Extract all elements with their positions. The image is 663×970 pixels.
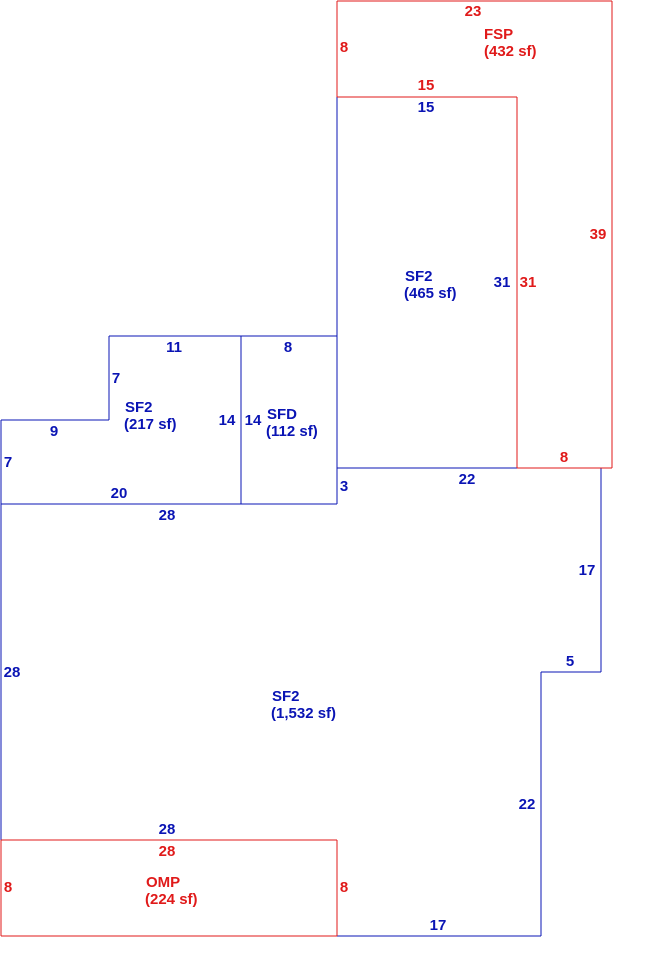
- fsp-area-label: FSP (432 sf): [484, 26, 537, 60]
- dim-sf2-upper-right: 31: [494, 274, 511, 291]
- dim-omp-top: 28: [159, 843, 176, 860]
- dim-omp-right: 8: [340, 879, 348, 896]
- dim-sf2-left-ledge: 9: [50, 423, 58, 440]
- dim-sf2-left-right: 14: [219, 412, 236, 429]
- area-size: (112 sf): [266, 423, 318, 440]
- dim-sf2-upper-bottom: 22: [459, 471, 476, 488]
- dim-fsp-top: 23: [465, 3, 482, 20]
- area-code: SF2: [272, 688, 300, 705]
- porch-outlines: [0, 0, 613, 937]
- area-code: FSP: [484, 26, 513, 43]
- area-size: (465 sf): [404, 285, 457, 302]
- dim-main-above-omp: 28: [159, 821, 176, 838]
- dim-main-bottom: 17: [430, 917, 447, 934]
- dim-sf2-upper-top: 15: [418, 99, 435, 116]
- dim-sf2-left-top: 11: [166, 339, 182, 356]
- dim-main-right-upper: 17: [579, 562, 596, 579]
- sf2-left-area-label: SF2 (217 sf): [124, 399, 177, 433]
- dim-sfd-top: 8: [284, 339, 292, 356]
- area-labels: FSP (432 sf) SF2 (465 sf) SF2 (217 sf) S…: [124, 26, 537, 908]
- area-size: (1,532 sf): [271, 705, 336, 722]
- living-area-outlines: [0, 97, 602, 937]
- dim-fsp-left: 8: [340, 39, 348, 56]
- dim-fsp-notch: 8: [560, 449, 568, 466]
- area-size: (217 sf): [124, 416, 177, 433]
- area-code: SFD: [267, 406, 297, 423]
- dim-sf2-left-bottom: 20: [111, 485, 128, 502]
- dim-sf2-left-side: 7: [4, 454, 12, 471]
- area-size: (432 sf): [484, 43, 537, 60]
- dim-main-jog: 5: [566, 653, 574, 670]
- omp-area-label: OMP (224 sf): [145, 874, 198, 908]
- dim-main-left: 28: [4, 664, 21, 681]
- dimension-labels: 23 8 15 39 31 8 15 31 22 11 7 9 7 14 20 …: [4, 3, 607, 934]
- area-code: SF2: [125, 399, 153, 416]
- sf2-upper-area-label: SF2 (465 sf): [404, 268, 457, 302]
- area-code: SF2: [405, 268, 433, 285]
- dim-fsp-inner: 31: [520, 274, 537, 291]
- dim-main-top: 28: [159, 507, 176, 524]
- dim-sfd-right: 3: [340, 478, 348, 495]
- dim-sfd-left: 14: [245, 412, 262, 429]
- dim-omp-left: 8: [4, 879, 12, 896]
- dim-sf2-left-step: 7: [112, 370, 120, 387]
- dim-fsp-right: 39: [590, 226, 607, 243]
- dim-fsp-bottom: 15: [418, 77, 435, 94]
- area-code: OMP: [146, 874, 180, 891]
- dim-main-right-lower: 22: [519, 796, 536, 813]
- sf2-main-area-label: SF2 (1,532 sf): [271, 688, 336, 722]
- area-size: (224 sf): [145, 891, 198, 908]
- sfd-area-label: SFD (112 sf): [266, 406, 318, 440]
